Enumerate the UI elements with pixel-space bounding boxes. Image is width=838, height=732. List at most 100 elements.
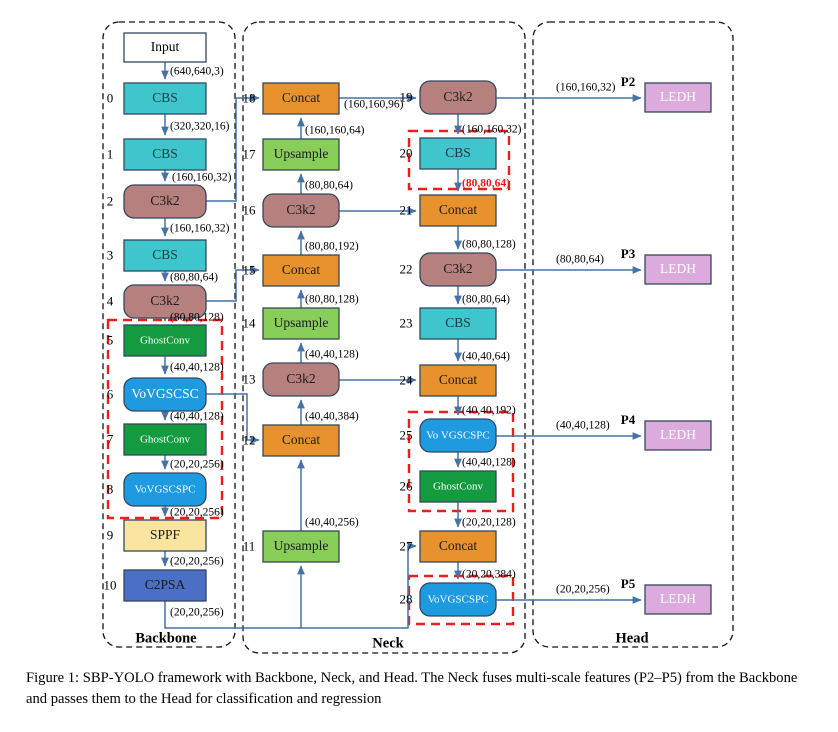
tensor-label-t-n26: (20,20,128) <box>462 517 516 529</box>
block-n14[interactable]: Upsample <box>262 307 340 340</box>
head-title: Head <box>615 630 648 646</box>
tensor-label-t-n14: (80,80,128) <box>305 294 359 306</box>
scale-label-p5: P5 <box>621 576 636 591</box>
tensor-label-t-p3: (80,80,64) <box>556 254 604 266</box>
tensor-label-t-n19: (160,160,32) <box>462 124 522 136</box>
block-shape-n24 <box>419 364 497 397</box>
tensor-label-t-b1: (160,160,32) <box>172 172 232 184</box>
tensor-label-t-b8: (20,20,256) <box>170 507 224 519</box>
block-n13[interactable]: C3k2 <box>262 362 340 397</box>
tensor-label-t-b2: (160,160,32) <box>170 223 230 235</box>
block-label-b8: VoVGSCSPC <box>135 484 196 496</box>
block-h2[interactable]: LEDH <box>644 82 712 113</box>
block-index-b1: 1 <box>107 146 114 161</box>
block-n28[interactable]: VoVGSCSPC <box>419 582 497 617</box>
block-b2[interactable]: C3k2 <box>123 184 207 219</box>
block-n20[interactable]: CBS <box>419 137 497 170</box>
block-n27[interactable]: Concat <box>419 530 497 563</box>
block-n12[interactable]: Concat <box>262 424 340 457</box>
block-n23[interactable]: CBS <box>419 307 497 340</box>
block-n24[interactable]: Concat <box>419 364 497 397</box>
block-h3[interactable]: LEDH <box>644 254 712 285</box>
block-shape-n13 <box>262 362 340 397</box>
block-label-h5: LEDH <box>660 591 696 606</box>
block-index-b0: 0 <box>107 90 114 105</box>
block-n21[interactable]: Concat <box>419 194 497 227</box>
block-shape-n23 <box>419 307 497 340</box>
block-n26[interactable]: GhostConv <box>419 470 497 503</box>
block-index-b7: 7 <box>107 431 114 446</box>
tensor-label-t-p5: (20,20,256) <box>556 584 610 596</box>
block-index-n25: 25 <box>400 427 413 442</box>
tensor-label-t-n15: (80,80,192) <box>305 241 359 253</box>
block-n15[interactable]: Concat <box>262 254 340 287</box>
block-n18[interactable]: Concat <box>262 82 340 115</box>
neck-transfer-connectors <box>339 94 417 384</box>
block-b8[interactable]: VoVGSCSPC <box>123 472 207 507</box>
block-label-h3: LEDH <box>660 261 696 276</box>
block-n19[interactable]: C3k2 <box>419 80 497 115</box>
block-b1[interactable]: CBS <box>123 138 207 171</box>
tensor-label-t-n12: (40,40,384) <box>305 411 359 423</box>
block-n11[interactable]: Upsample <box>262 530 340 563</box>
block-index-n20: 20 <box>400 145 413 160</box>
block-shape-n26 <box>419 470 497 503</box>
blocks-layer: InputCBSCBSC3k2CBSC3k2GhostConvVoVGSCSCG… <box>123 32 712 617</box>
tensor-label-t-b10: (20,20,256) <box>170 607 224 619</box>
block-shape-n17 <box>262 138 340 171</box>
block-b3[interactable]: CBS <box>123 239 207 272</box>
block-n17[interactable]: Upsample <box>262 138 340 171</box>
block-b7[interactable]: GhostConv <box>123 423 207 456</box>
block-index-n12: 12 <box>243 432 256 447</box>
tensor-label-t-p4: (40,40,128) <box>556 420 610 432</box>
block-b6[interactable]: VoVGSCSC <box>123 377 207 412</box>
block-shape-n27 <box>419 530 497 563</box>
block-label-n20: CBS <box>445 145 471 160</box>
tensor-label-t-n27: (20,20,384) <box>462 569 516 581</box>
block-n16[interactable]: C3k2 <box>262 193 340 228</box>
block-shape-b1 <box>123 138 207 171</box>
block-shape-n15 <box>262 254 340 287</box>
block-shape-n16 <box>262 193 340 228</box>
tensor-label-t-b5: (40,40,128) <box>170 362 224 374</box>
block-shape-n18 <box>262 82 340 115</box>
block-n25[interactable]: Vo VGSCSPC <box>419 418 497 453</box>
neck-title: Neck <box>372 635 404 651</box>
block-b0[interactable]: CBS <box>123 82 207 115</box>
tensor-label-t-b9: (20,20,256) <box>170 556 224 568</box>
block-shape-b10 <box>123 569 207 602</box>
block-shape-h4 <box>644 420 712 451</box>
block-label-b2: C3k2 <box>150 193 179 208</box>
block-shape-n20 <box>419 137 497 170</box>
tensor-label-t-input: (640,640,3) <box>170 66 224 78</box>
block-h5[interactable]: LEDH <box>644 584 712 615</box>
block-label-n14: Upsample <box>274 315 329 330</box>
tensor-label-t-n24: (40,40,192) <box>462 405 516 417</box>
block-input[interactable]: Input <box>123 32 207 63</box>
block-shape-b5 <box>123 324 207 357</box>
block-shape-h5 <box>644 584 712 615</box>
block-index-n22: 22 <box>400 261 413 276</box>
block-b5[interactable]: GhostConv <box>123 324 207 357</box>
block-label-n16: C3k2 <box>286 202 315 217</box>
tensor-label-t-n23: (40,40,64) <box>462 351 510 363</box>
block-label-n22: C3k2 <box>443 261 472 276</box>
block-index-n18: 18 <box>243 90 256 105</box>
tensor-label-t-n18: (160,160,96) <box>344 99 404 111</box>
block-shape-b6 <box>123 377 207 412</box>
block-label-h4: LEDH <box>660 427 696 442</box>
block-shape-b9 <box>123 519 207 552</box>
block-label-h2: LEDH <box>660 89 696 104</box>
block-b4[interactable]: C3k2 <box>123 284 207 319</box>
block-b9[interactable]: SPPF <box>123 519 207 552</box>
tensor-label-t-b7: (20,20,256) <box>170 459 224 471</box>
block-h4[interactable]: LEDH <box>644 420 712 451</box>
tensor-label-t-n13: (40,40,128) <box>305 349 359 361</box>
block-n22[interactable]: C3k2 <box>419 252 497 287</box>
block-index-n13: 13 <box>243 371 256 386</box>
block-index-n19: 19 <box>400 89 413 104</box>
block-b10[interactable]: C2PSA <box>123 569 207 602</box>
tensor-label-t-n25: (40,40,128) <box>462 457 516 469</box>
